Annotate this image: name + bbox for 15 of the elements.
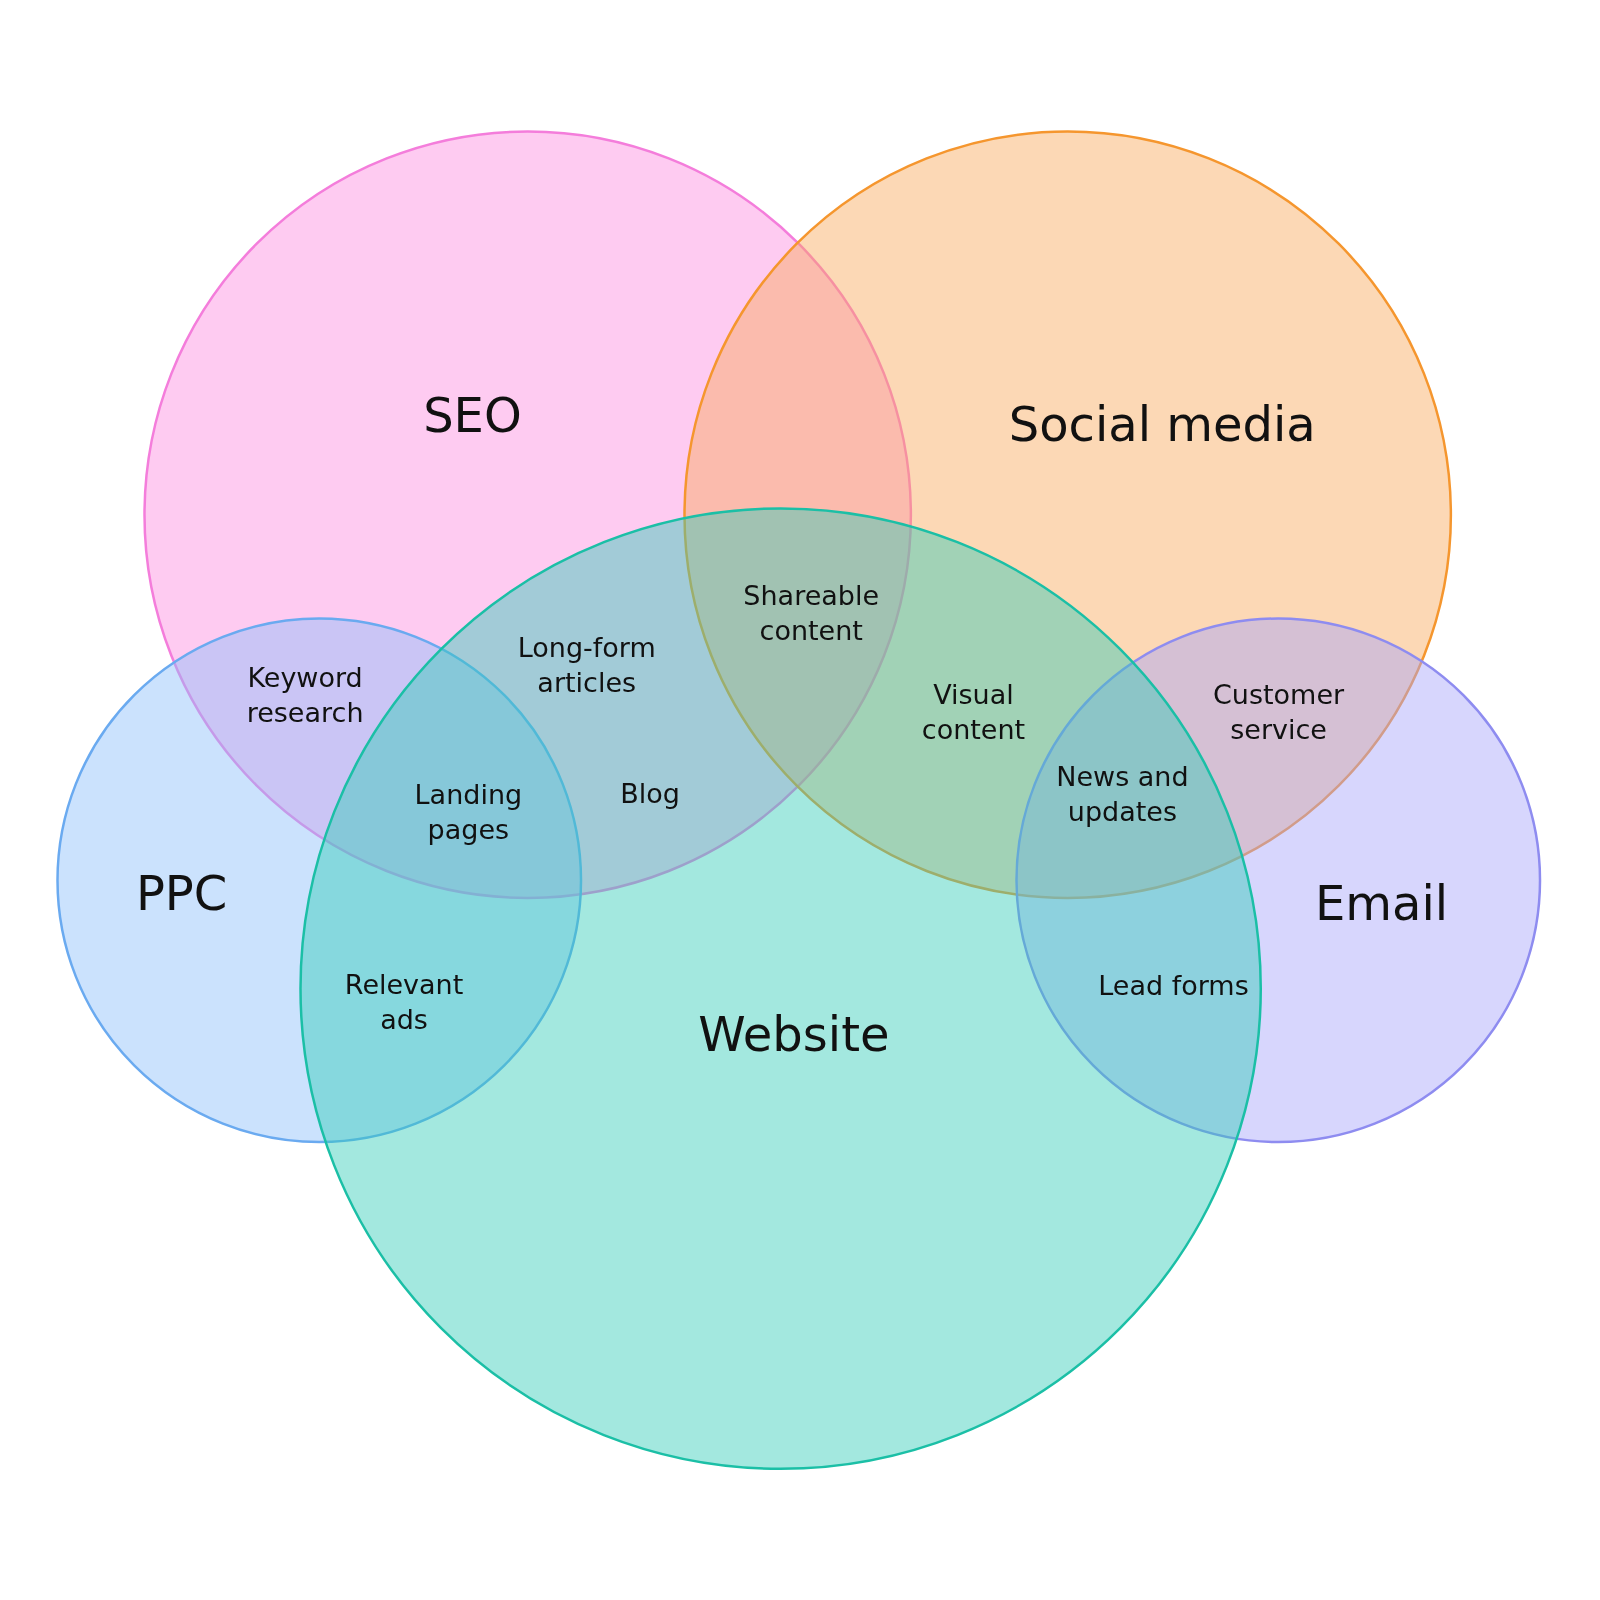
overlap-label: Lead forms xyxy=(1097,968,1250,1003)
set-title: PPC xyxy=(135,864,228,921)
overlap-label: Blog xyxy=(619,776,681,811)
overlap-label: Shareable content xyxy=(742,579,881,649)
overlap-label: Relevant ads xyxy=(343,968,465,1038)
overlap-label: News and updates xyxy=(1055,759,1190,829)
overlap-label: Landing pages xyxy=(413,778,524,848)
overlap-label: Keyword research xyxy=(245,660,365,730)
set-title: Website xyxy=(698,1005,890,1062)
set-title: Email xyxy=(1315,875,1449,932)
overlap-label: Long-form articles xyxy=(516,631,657,701)
overlap-label: Visual content xyxy=(920,678,1027,748)
set-title: SEO xyxy=(423,387,522,444)
overlap-label: Customer service xyxy=(1212,678,1346,748)
set-title: Social media xyxy=(1008,396,1316,453)
